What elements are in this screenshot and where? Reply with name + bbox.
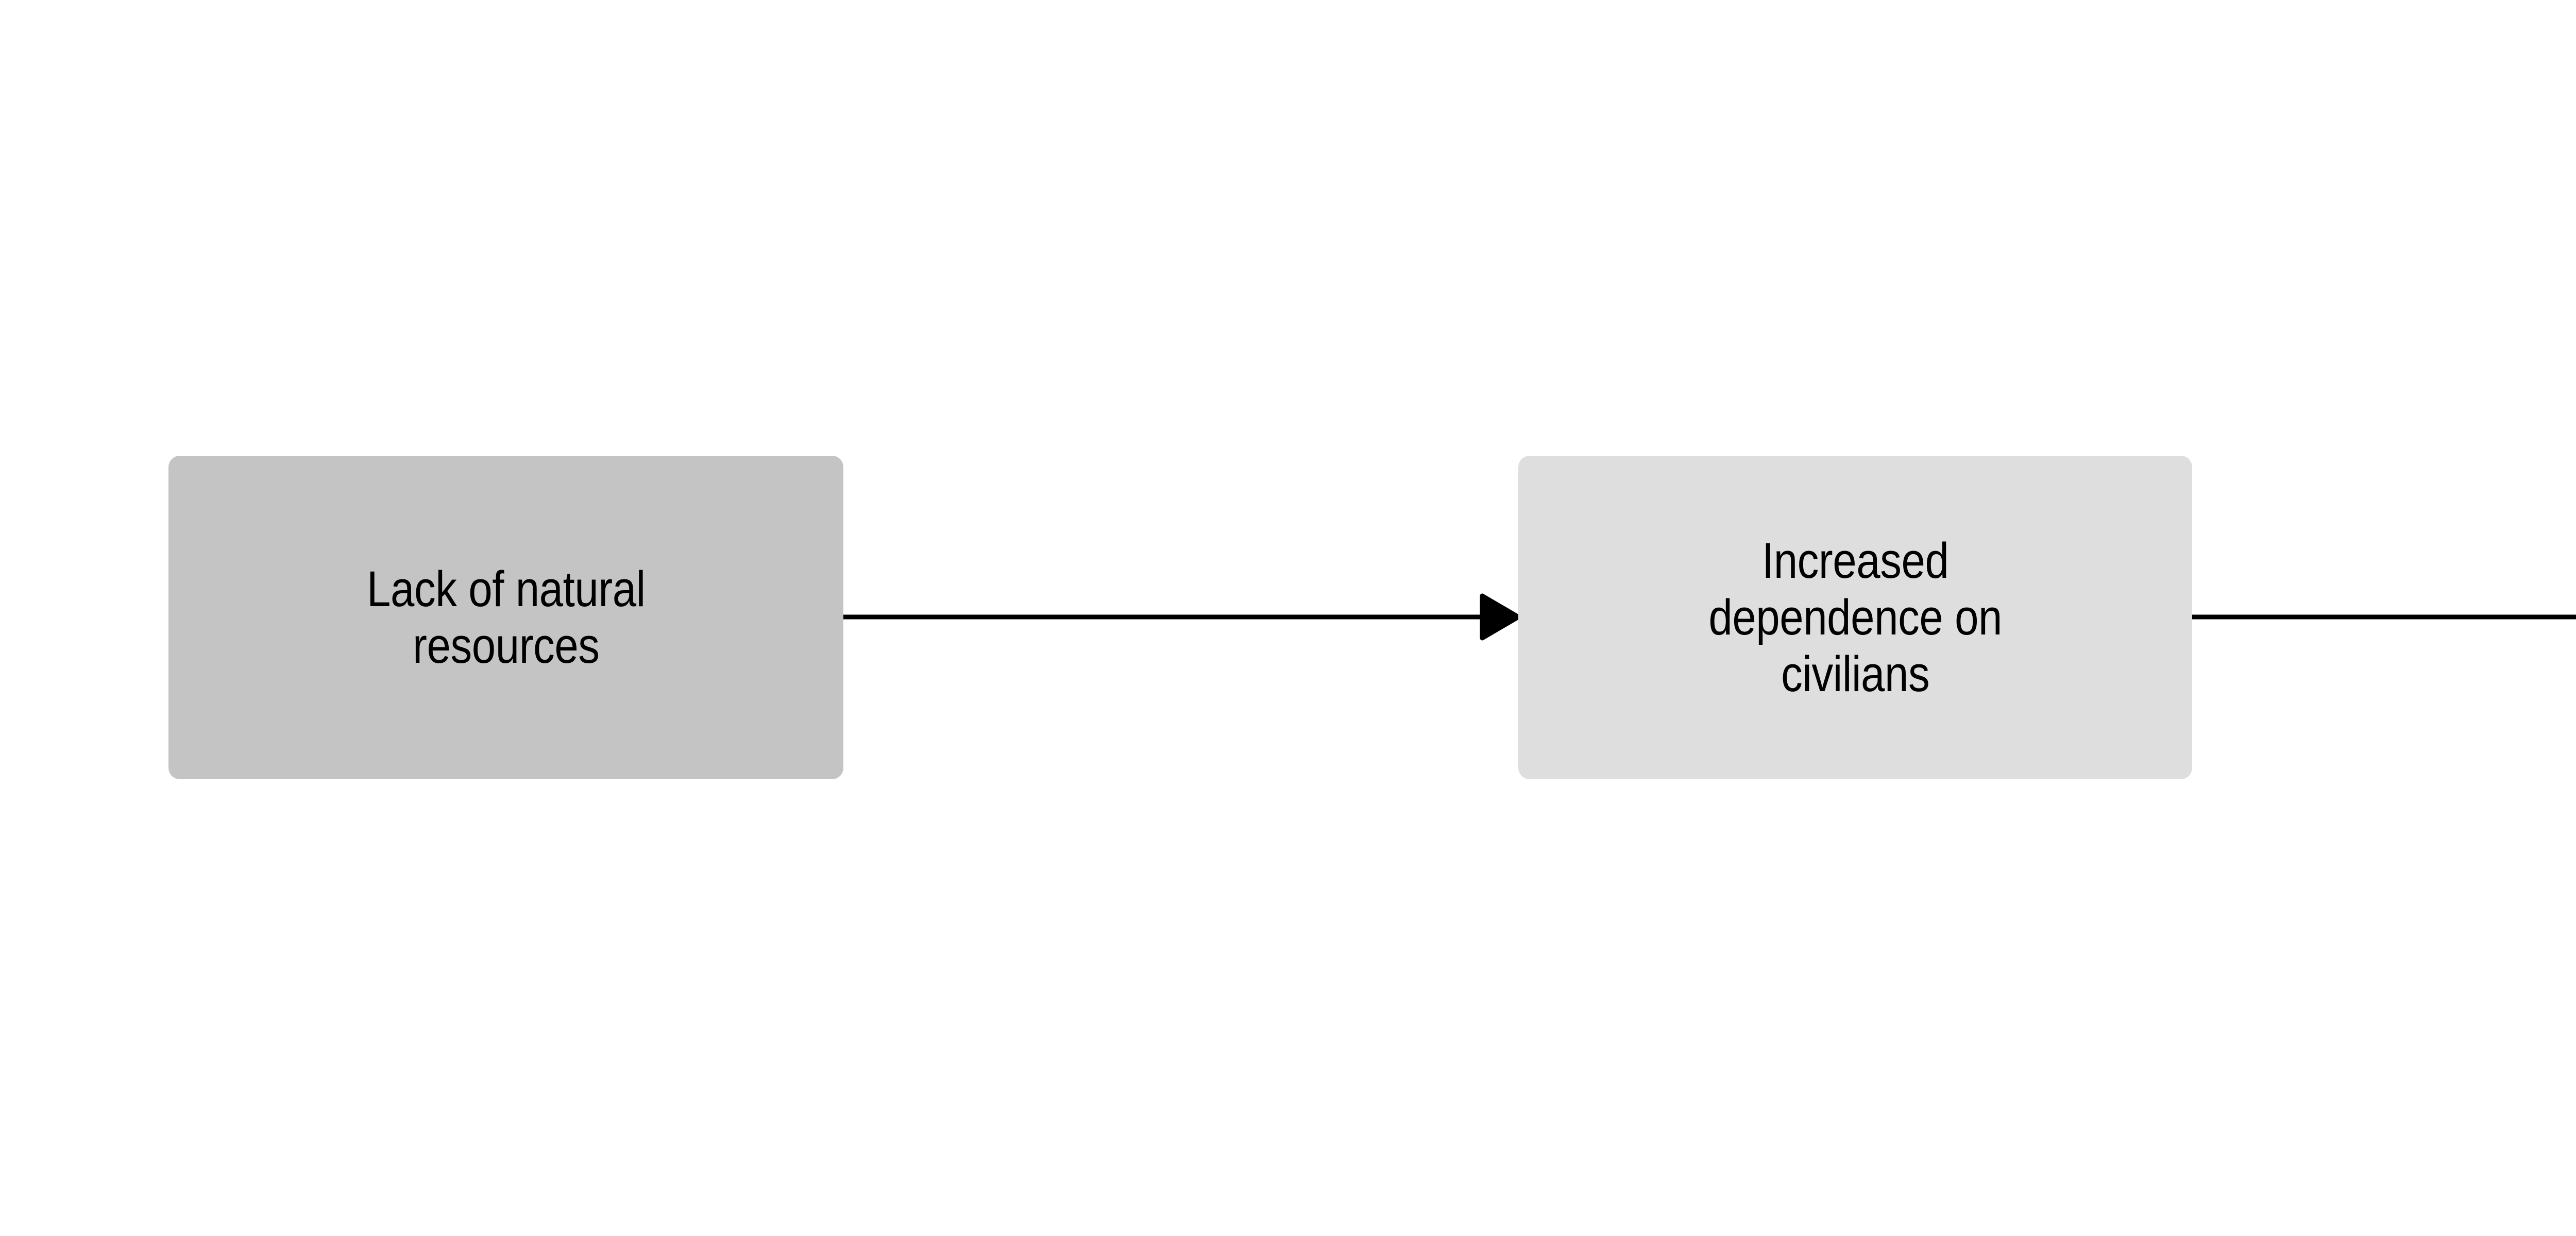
edge-n2-to-n3 <box>2190 614 2576 620</box>
flow-node-label: Increased dependence on civilians <box>1708 533 2002 702</box>
flow-node-increased-dependence-on-civilians[interactable]: Increased dependence on civilians <box>1518 456 2192 779</box>
flow-node-lack-of-natural-resources[interactable]: Lack of natural resources <box>168 456 843 779</box>
edge-n1-to-n2 <box>841 593 1521 641</box>
arrowhead-1 <box>1480 593 1521 641</box>
flow-node-label: Lack of natural resources <box>366 561 646 674</box>
